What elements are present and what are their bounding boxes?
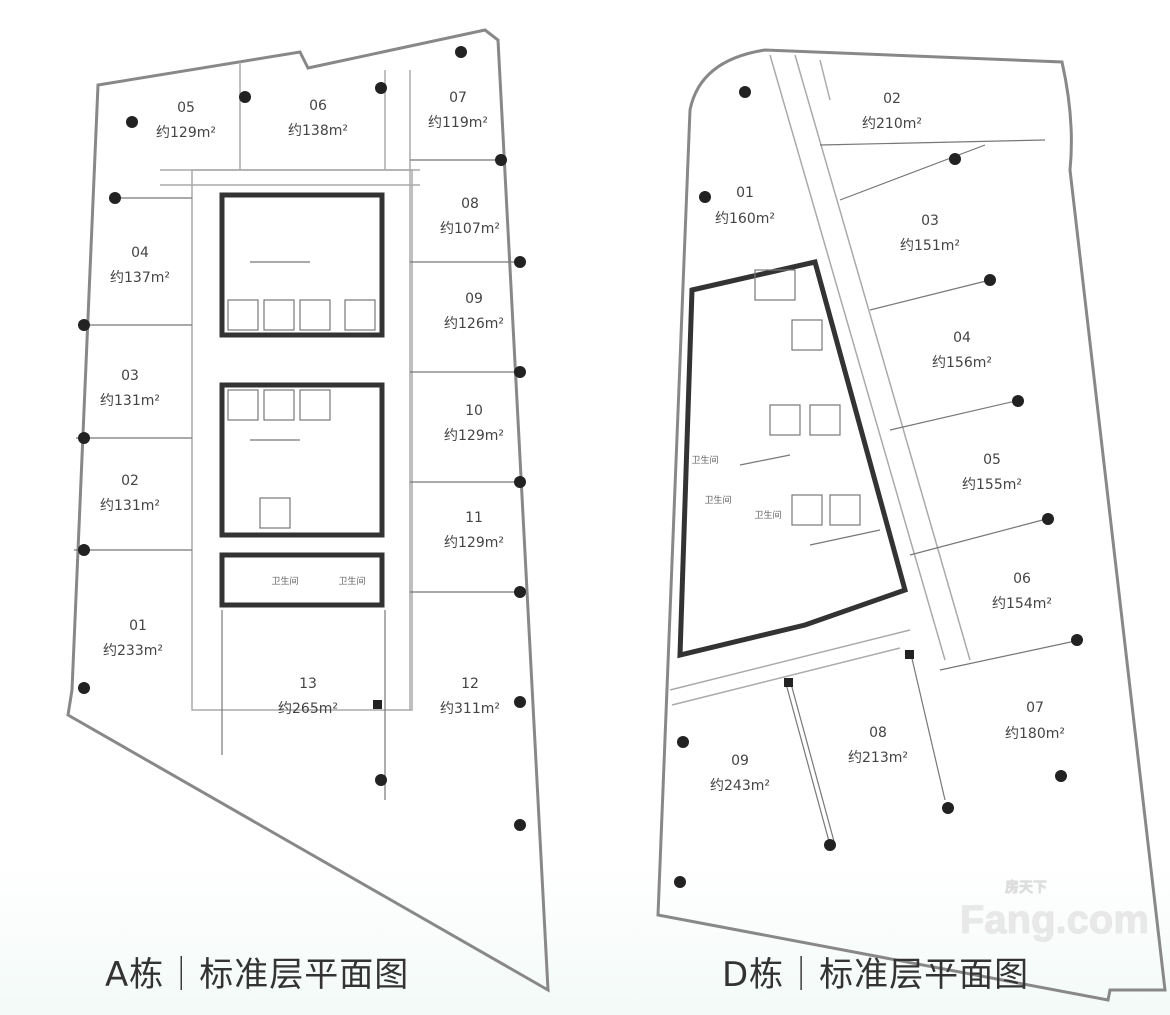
svg-text:约129m²: 约129m² (156, 125, 216, 141)
restroom-label: 卫生间 (691, 454, 718, 466)
restroom-label: 卫生间 (338, 575, 365, 587)
core-a-south (219, 382, 385, 538)
unit-d-03: 03 约151m² (900, 213, 960, 254)
svg-text:约160m²: 约160m² (715, 211, 775, 227)
svg-text:05: 05 (983, 452, 1001, 468)
svg-text:08: 08 (869, 725, 887, 741)
svg-text:约155m²: 约155m² (962, 477, 1022, 493)
restroom-label: 卫生间 (704, 494, 731, 506)
svg-text:约213m²: 约213m² (848, 750, 908, 766)
svg-text:09: 09 (731, 753, 749, 769)
svg-text:03: 03 (121, 368, 139, 384)
building-d-plan: 卫生间 卫生间 卫生间 01 约160m² 02 约210m² 03 约151m² 0… (656, 48, 1167, 1002)
unit-d-07: 07 约180m² (1005, 700, 1065, 742)
columns-d (674, 86, 1083, 888)
svg-text:约129m²: 约129m² (444, 535, 504, 551)
svg-text:02: 02 (121, 473, 139, 489)
caption-building-a: A栋｜标准层平面图 (105, 955, 410, 995)
svg-text:约107m²: 约107m² (440, 221, 500, 237)
svg-text:约311m²: 约311m² (440, 701, 500, 717)
unit-d-08: 08 约213m² (848, 725, 908, 766)
svg-text:约138m²: 约138m² (288, 123, 348, 139)
unit-d-05: 05 约155m² (962, 452, 1022, 493)
svg-text:07: 07 (449, 90, 467, 106)
svg-text:约156m²: 约156m² (932, 355, 992, 371)
svg-text:约154m²: 约154m² (992, 596, 1052, 612)
unit-a-02: 02 约131m² (100, 473, 160, 514)
restroom-block-a (219, 552, 385, 608)
unit-a-10: 10 约129m² (444, 403, 504, 444)
svg-text:11: 11 (465, 510, 483, 526)
svg-text:07: 07 (1026, 700, 1044, 716)
svg-text:10: 10 (465, 403, 483, 419)
svg-text:09: 09 (465, 291, 483, 307)
unit-d-04: 04 约156m² (932, 330, 992, 371)
svg-text:08: 08 (461, 196, 479, 212)
svg-text:03: 03 (921, 213, 939, 229)
svg-text:约129m²: 约129m² (444, 428, 504, 444)
restroom-label: 卫生间 (271, 575, 298, 587)
restroom-label: 卫生间 (754, 509, 781, 521)
unit-a-13: 13 约265m² (278, 676, 338, 717)
core-a-north (219, 192, 385, 338)
watermark-brand: Fang.com (960, 898, 1149, 942)
core-d (677, 259, 909, 659)
svg-text:01: 01 (129, 618, 147, 634)
svg-text:04: 04 (953, 330, 971, 346)
svg-text:约126m²: 约126m² (444, 316, 504, 332)
unit-d-09: 09 约243m² (710, 753, 770, 794)
svg-text:05: 05 (177, 100, 195, 116)
svg-text:01: 01 (736, 185, 754, 201)
unit-d-01: 01 约160m² (715, 185, 775, 227)
unit-d-02: 02 约210m² (862, 91, 922, 132)
watermark-brand-cn: 房天下 (1005, 879, 1047, 895)
unit-a-06: 06 约138m² (288, 98, 348, 139)
corridor-a (191, 169, 413, 711)
unit-a-07: 07 约119m² (428, 90, 488, 131)
caption-building-d: D栋｜标准层平面图 (722, 955, 1030, 995)
svg-text:约131m²: 约131m² (100, 393, 160, 409)
svg-text:约180m²: 约180m² (1005, 726, 1065, 742)
svg-text:约233m²: 约233m² (103, 643, 163, 659)
building-a-plan: 卫生间 卫生间 01 约233m² 02 约131m² 03 约131m² 04 约13… (66, 28, 550, 993)
svg-text:约137m²: 约137m² (110, 270, 170, 286)
svg-text:约119m²: 约119m² (428, 115, 488, 131)
svg-text:06: 06 (1013, 571, 1031, 587)
unit-a-08: 08 约107m² (440, 196, 500, 237)
svg-text:04: 04 (131, 245, 149, 261)
svg-text:13: 13 (299, 676, 317, 692)
unit-a-05: 05 约129m² (156, 100, 216, 141)
svg-text:约131m²: 约131m² (100, 498, 160, 514)
unit-a-12: 12 约311m² (440, 676, 500, 717)
unit-a-03: 03 约131m² (100, 368, 160, 409)
columns-a (78, 46, 526, 831)
svg-text:约151m²: 约151m² (900, 238, 960, 254)
unit-a-01: 01 约233m² (103, 618, 163, 659)
svg-text:约265m²: 约265m² (278, 701, 338, 717)
svg-text:12: 12 (461, 676, 479, 692)
unit-a-11: 11 约129m² (444, 510, 504, 551)
watermark-logo: 房天下 Fang.com (960, 880, 1149, 942)
svg-text:02: 02 (883, 91, 901, 107)
unit-a-09: 09 约126m² (444, 291, 504, 332)
svg-text:约210m²: 约210m² (862, 116, 922, 132)
svg-text:约243m²: 约243m² (710, 778, 770, 794)
unit-a-04: 04 约137m² (110, 245, 170, 286)
building-a-outline (66, 28, 550, 993)
unit-d-06: 06 约154m² (992, 571, 1052, 612)
svg-text:06: 06 (309, 98, 327, 114)
building-d-outline (656, 48, 1167, 1002)
